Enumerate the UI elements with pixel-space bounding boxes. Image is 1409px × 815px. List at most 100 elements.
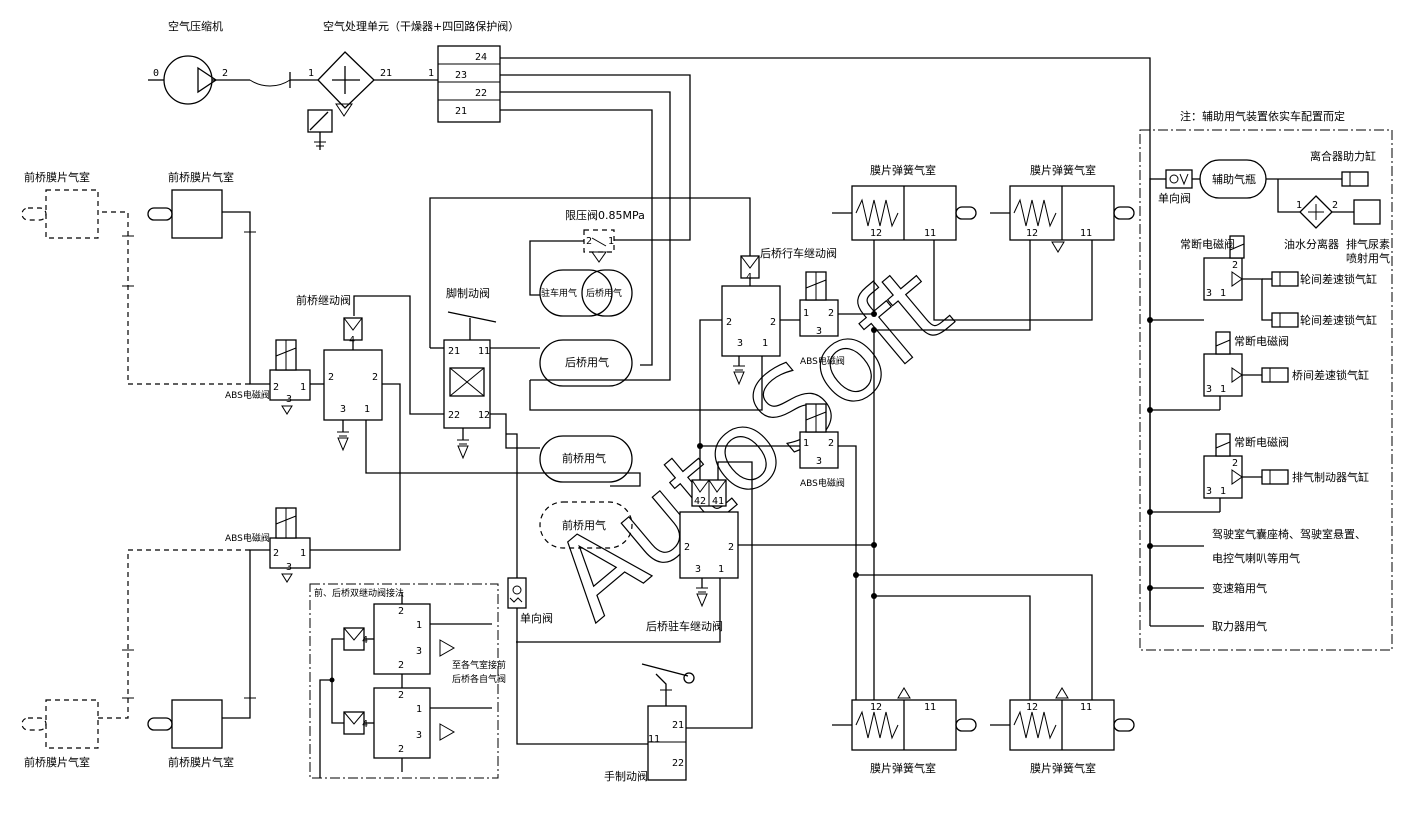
port-label: 3 (1206, 288, 1212, 299)
axle-diff-label: 桥间差速锁气缸 (1292, 368, 1369, 382)
rear-park-relay (679, 479, 739, 608)
port-label: 11 (478, 346, 490, 357)
port-label: 21 (448, 346, 460, 357)
rear-service-relay-label: 后桥行车继动阀 (760, 246, 837, 260)
front-chamber-lower (147, 699, 223, 749)
front-relay-valve (323, 317, 383, 452)
port-label: 1 (308, 68, 314, 79)
port-label: 3 (416, 646, 422, 657)
port-label: 11 (924, 702, 936, 713)
front-tank-aux-label: 前桥用气 (562, 518, 606, 532)
abs-valve-front-lower (269, 507, 311, 583)
port-label: 1 (762, 338, 768, 349)
port-label: 1 (416, 704, 422, 715)
rear-park-relay-label: 后桥驻车继动阀 (646, 619, 723, 633)
abs-valve-rear-upper (799, 271, 839, 337)
air-compressor (148, 55, 291, 105)
spring-chamber-lower-right (990, 687, 1135, 751)
air-treatment-label: 空气处理单元（干燥器+四回路保护阀） (323, 19, 519, 33)
abs-valve-rear-lower-label: ABS电磁阀 (800, 477, 845, 489)
hand-brake-valve (641, 663, 695, 781)
port-label: 0 (153, 68, 159, 79)
port-label: 2 (728, 542, 734, 553)
port-label: 1 (608, 236, 614, 247)
front-tank-aux (539, 501, 633, 549)
port-label: 11 (648, 734, 660, 745)
port-label: 12 (1026, 228, 1038, 239)
port-label: 1 (300, 548, 306, 559)
nc-valve-1-label: 常断电磁阀 (1180, 237, 1235, 251)
line-abs-lower-aux (98, 549, 250, 719)
abs-valve-front-upper-label: ABS电磁阀 (225, 389, 270, 401)
rear-tank-small-label: 后桥用气 (586, 287, 622, 299)
front-tank (539, 435, 633, 483)
check-valve-aux (1165, 169, 1193, 189)
urea-label2: 喷射用气 (1346, 251, 1390, 265)
horn-label: 电控气喇叭等用气 (1212, 551, 1300, 565)
port-label: 3 (816, 326, 822, 337)
port-label: 41 (712, 496, 724, 507)
port-label: 11 (1080, 228, 1092, 239)
rear-tank-label: 后桥用气 (565, 355, 609, 369)
spring-chamber-ul-label: 膜片弹簧气室 (870, 163, 936, 177)
port-label: 3 (816, 456, 822, 467)
four-circuit-valve (437, 45, 501, 123)
line-check-down (516, 608, 648, 745)
abs-valve-front-lower-label: ABS电磁阀 (225, 532, 270, 544)
rear-tank (539, 339, 633, 387)
front-chamber-upper-aux-label: 前桥膜片气室 (24, 170, 90, 184)
port-label: 3 (416, 730, 422, 741)
check-valve-center-label: 单向阀 (520, 611, 553, 625)
air-treatment-unit (289, 51, 438, 150)
port-label: 1 (1296, 200, 1302, 211)
port-label: 2 (398, 660, 404, 671)
nc-valve-1 (1203, 235, 1245, 301)
line-abs-upper-chamber (222, 211, 270, 385)
pto-label: 取力器用气 (1212, 619, 1267, 633)
spring-chamber-upper-right (990, 185, 1135, 253)
line-front-relay-supply (365, 420, 641, 487)
line-park-relay-41 (686, 461, 753, 729)
inset-note1: 至各气室接前 (452, 659, 506, 671)
abs-valve-rear-upper-label: ABS电磁阀 (800, 355, 845, 367)
port-label: 12 (870, 702, 882, 713)
port-label: 2 (398, 606, 404, 617)
nc-valve-3 (1203, 433, 1243, 499)
port-label: 3 (286, 562, 292, 573)
aux-air-label: 辅助气瓶 (1212, 172, 1256, 186)
port-label: 11 (1080, 702, 1092, 713)
port-label: 2 (726, 317, 732, 328)
abs-valve-rear-lower (799, 403, 839, 469)
front-relay-label: 前桥继动阀 (296, 293, 351, 307)
limit-valve-label: 限压阀0.85MPa (565, 208, 645, 222)
port-label: 21 (455, 106, 467, 117)
inset-dual-relay (309, 583, 499, 779)
foot-brake-valve (443, 311, 497, 460)
port-label: 2 (372, 372, 378, 383)
port-label: 1 (803, 438, 809, 449)
line-oilsep (1277, 179, 1300, 213)
inset-title: 前、后桥双继动阀接法 (314, 587, 404, 599)
cab-seat-label: 驾驶室气囊座椅、驾驶室悬置、 (1212, 527, 1366, 541)
port-label: 11 (924, 228, 936, 239)
air-compressor-label: 空气压缩机 (168, 19, 223, 33)
front-chamber-upper-aux (21, 189, 99, 239)
oil-separator (1299, 195, 1333, 229)
port-label: 22 (448, 410, 460, 421)
line-park-lower (856, 574, 1093, 700)
port-label: 24 (475, 52, 487, 63)
front-chamber-lower-aux (21, 699, 99, 749)
nc-valve-2 (1203, 331, 1243, 397)
abs-valve-front-upper (269, 339, 311, 415)
front-chamber-lower-label: 前桥膜片气室 (168, 755, 234, 769)
line-nc1 (1242, 278, 1272, 321)
spring-chamber-lower-left (832, 687, 977, 751)
wheel-diff-2-label: 轮间差速锁气缸 (1300, 313, 1377, 327)
port-label: 2 (770, 317, 776, 328)
rear-service-relay (721, 255, 781, 386)
nc-valve-2-label: 常断电磁阀 (1234, 334, 1289, 348)
front-chamber-upper (147, 189, 223, 239)
park-tank (539, 269, 633, 317)
oil-sep-label: 油水分离器 (1284, 237, 1339, 251)
